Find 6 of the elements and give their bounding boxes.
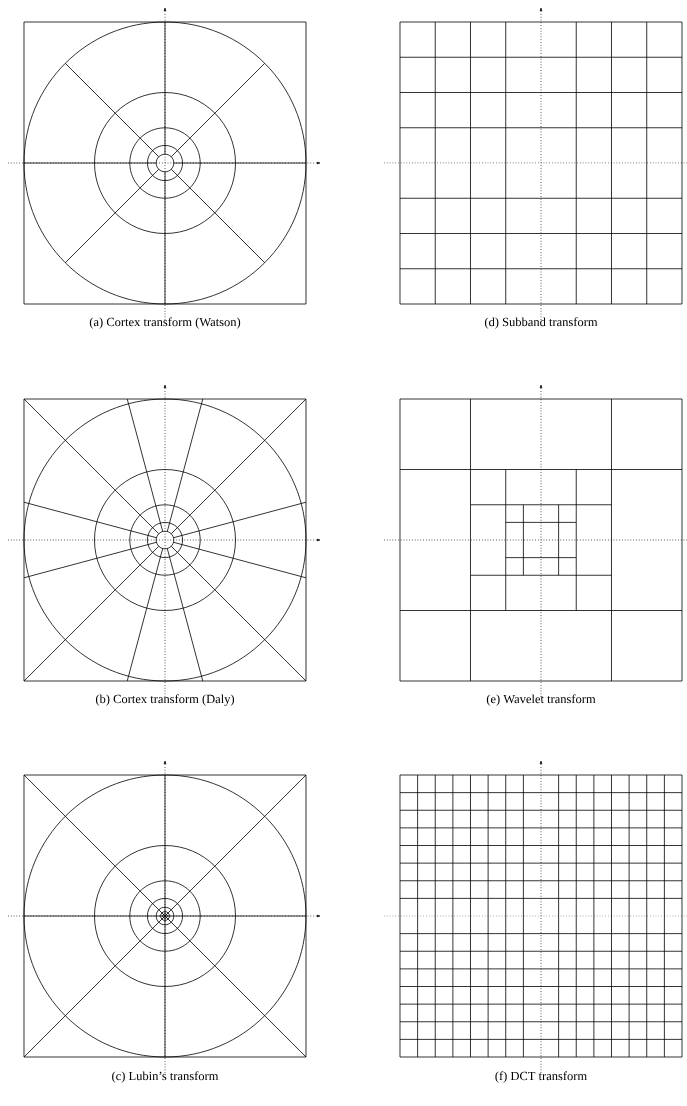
caption: (f) DCT transform xyxy=(495,1071,587,1083)
caption: (c) Lubin’s transform xyxy=(112,1071,219,1083)
caption: (b) Cortex transform (Daly) xyxy=(95,694,235,706)
caption: (a) Cortex transform (Watson) xyxy=(89,317,241,329)
caption: (e) Wavelet transform xyxy=(486,694,596,706)
caption: (d) Subband transform xyxy=(484,317,598,329)
